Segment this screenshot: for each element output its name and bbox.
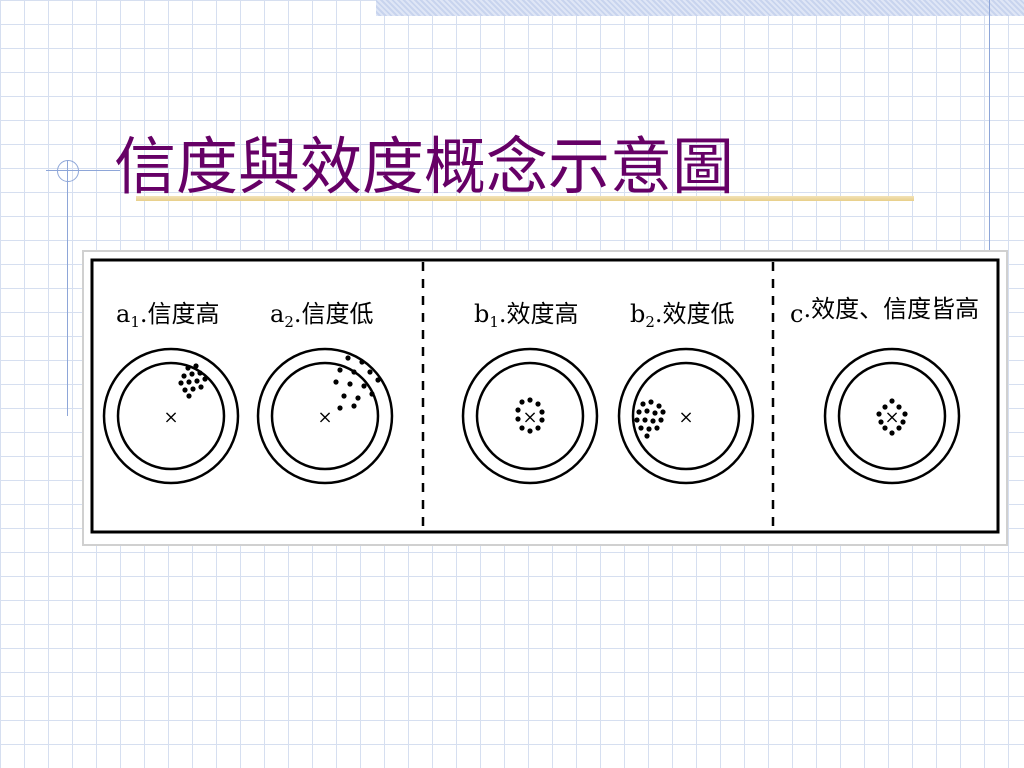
- hit-cluster: [333, 355, 381, 411]
- hit-cluster: [178, 363, 208, 399]
- target-center-mark: ×: [678, 407, 693, 428]
- title-bullet-circle: [57, 160, 79, 182]
- panel-label-c: c.效度、信度皆高: [790, 295, 979, 328]
- target-center-mark: ×: [522, 407, 537, 428]
- slide-title: 信度與效度概念示意圖: [114, 130, 735, 203]
- panel-label-a2: a2.信度低: [270, 300, 374, 331]
- target-b1: ×: [461, 347, 599, 485]
- target-outer-ring: [461, 347, 599, 485]
- target-diagram-svg: a1.信度高 a2.信度低 b1.效度高 b2.效度低 c.效度、信度皆高 × …: [90, 258, 1000, 534]
- target-inner-ring: [270, 361, 380, 471]
- panel-label-b1: b1.效度高: [474, 300, 579, 331]
- hit-cluster: [634, 399, 666, 439]
- title-underline: [136, 196, 914, 201]
- right-decorative-line: [989, 0, 990, 256]
- target-center-mark: ×: [163, 407, 178, 428]
- target-inner-ring: [837, 361, 947, 471]
- target-b2: ×: [617, 347, 755, 485]
- top-decorative-band: [376, 0, 1024, 16]
- panel-label-b2: b2.效度低: [630, 300, 735, 331]
- hit-cluster: [876, 398, 908, 436]
- hit-cluster: [515, 397, 545, 434]
- target-outer-ring: [823, 347, 961, 485]
- target-a2: ×: [256, 347, 394, 485]
- target-inner-ring: [475, 361, 585, 471]
- target-a1: ×: [102, 347, 240, 485]
- target-outer-ring: [102, 347, 240, 485]
- diagram-frame: [90, 258, 1000, 534]
- target-outer-ring: [256, 347, 394, 485]
- target-center-mark: ×: [317, 407, 332, 428]
- panel-label-a1: a1.信度高: [116, 300, 220, 331]
- target-inner-ring: [116, 361, 226, 471]
- target-c: ×: [823, 347, 961, 485]
- left-decorative-line: [67, 160, 68, 416]
- title-decorative-line: [46, 170, 120, 171]
- target-outer-ring: [617, 347, 755, 485]
- target-center-mark: ×: [884, 407, 899, 428]
- target-inner-ring: [631, 361, 741, 471]
- reliability-validity-diagram: a1.信度高 a2.信度低 b1.效度高 b2.效度低 c.效度、信度皆高 × …: [84, 252, 1006, 544]
